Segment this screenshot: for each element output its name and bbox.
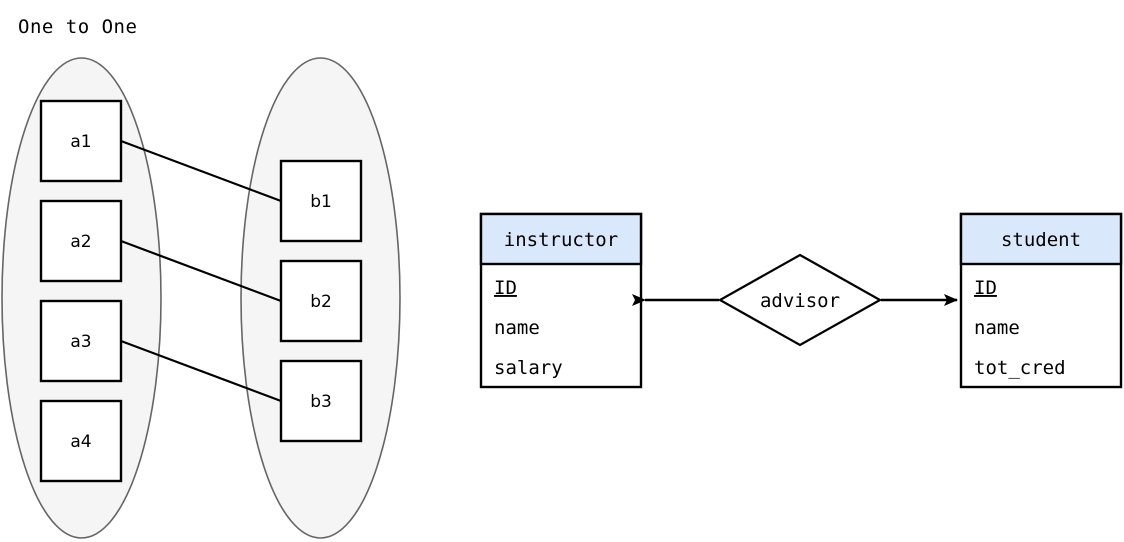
entity-student-attr-tot-cred: tot_cred xyxy=(974,357,1066,379)
set-b-item-b2-box[interactable] xyxy=(279,259,363,343)
diagram-title: One to One xyxy=(18,16,138,38)
set-a-item-a1[interactable]: a1 xyxy=(39,99,123,183)
entity-instructor-header xyxy=(479,212,643,266)
set-a-item-a2-label: a2 xyxy=(70,232,91,252)
set-b-item-b1-box[interactable] xyxy=(279,159,363,243)
set-a-item-a2-box[interactable] xyxy=(39,199,123,283)
set-a-item-a3[interactable]: a3 xyxy=(39,299,123,383)
relationship-advisor-diamond[interactable] xyxy=(717,253,883,347)
set-b-item-b1-label: b1 xyxy=(310,192,332,212)
set-a-item-a2[interactable]: a2 xyxy=(39,199,123,283)
set-a-item-a4[interactable]: a4 xyxy=(39,399,123,483)
set-b-item-b2[interactable]: b2 xyxy=(279,259,363,343)
entity-student-title: student xyxy=(1001,229,1081,251)
set-b-item-b3-label: b3 xyxy=(310,392,332,412)
set-a-item-a3-label: a3 xyxy=(70,332,91,352)
relationship-advisor-label: advisor xyxy=(760,290,840,312)
entity-instructor-attr-id: ID xyxy=(494,277,517,299)
set-a-item-a1-box[interactable] xyxy=(39,99,123,183)
set-b-group: b1 b2 b3 xyxy=(240,57,401,539)
set-a-item-a4-label: a4 xyxy=(70,432,91,452)
mapping-line-a2-b2 xyxy=(120,239,282,303)
set-b-item-b3-box[interactable] xyxy=(279,359,363,443)
set-a-group: a1 a2 a3 a4 xyxy=(1,57,162,539)
set-b-item-b2-label: b2 xyxy=(310,292,332,312)
mapping-line-a3-b3 xyxy=(120,339,282,403)
set-b-item-b1[interactable]: b1 xyxy=(279,159,363,243)
set-a-item-a4-box[interactable] xyxy=(39,399,123,483)
entity-instructor[interactable]: instructor ID name salary xyxy=(479,212,643,389)
relationship-advisor[interactable]: advisor xyxy=(717,253,883,347)
set-b-item-b3[interactable]: b3 xyxy=(279,359,363,443)
entity-student[interactable]: student ID name tot_cred xyxy=(959,212,1123,389)
entity-instructor-attr-salary: salary xyxy=(494,357,563,379)
mapping-lines xyxy=(120,139,282,403)
entity-student-attr-name: name xyxy=(974,317,1020,339)
entity-instructor-attr-name: name xyxy=(494,317,540,339)
mapping-line-a1-b1 xyxy=(120,139,282,203)
set-a-item-a1-label: a1 xyxy=(70,132,91,152)
entity-student-header xyxy=(959,212,1123,266)
entity-instructor-title: instructor xyxy=(504,229,618,251)
entity-student-attr-id: ID xyxy=(974,277,997,299)
